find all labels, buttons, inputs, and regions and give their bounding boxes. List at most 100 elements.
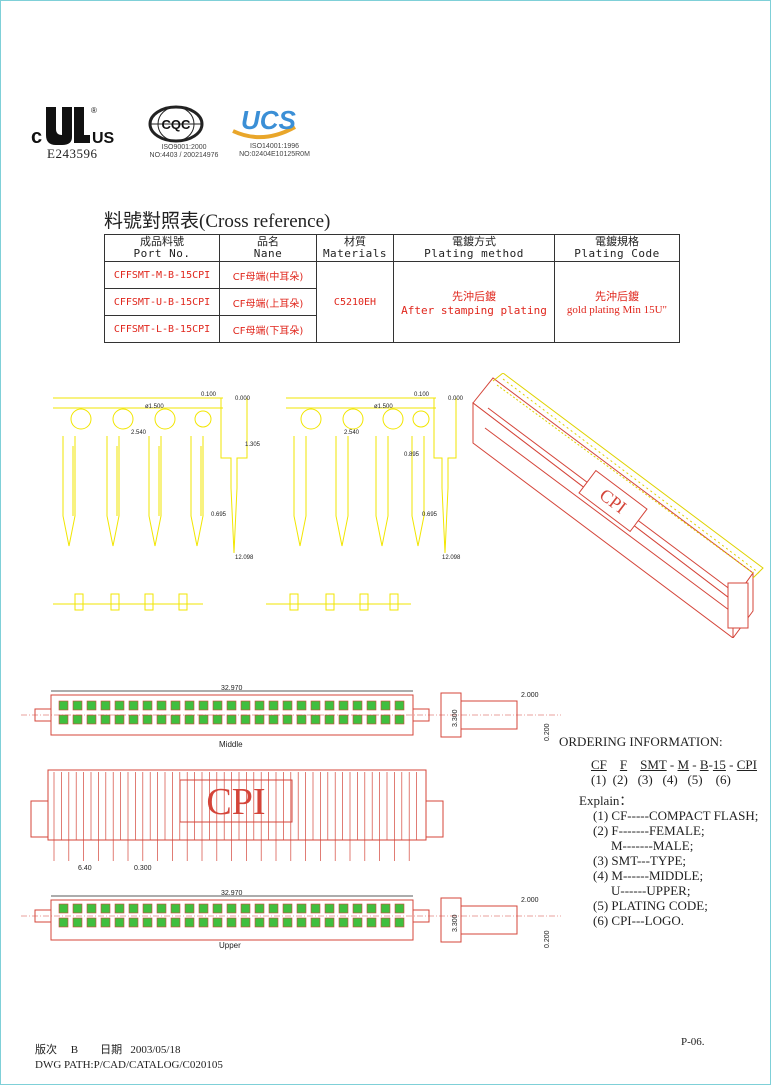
ucs-certification: UCS ISO14001:1996 NO:02404E10125R0M — [227, 101, 322, 163]
contact-pin — [170, 903, 181, 914]
contact-pin — [142, 700, 153, 711]
contact-pin — [394, 903, 405, 914]
dim-12098: 12.098 — [235, 555, 254, 561]
contact-pin — [240, 903, 251, 914]
contact-pin — [142, 903, 153, 914]
ucs-logo-icon: UCS — [232, 105, 297, 140]
contact-pin — [58, 917, 69, 928]
dim-2000: 2.000 — [521, 692, 539, 699]
upper-view-label: Upper — [219, 941, 241, 950]
contact-pin — [310, 700, 321, 711]
ucs-iso-line: ISO14001:1996 — [249, 143, 300, 150]
part-name-cell: CF母端(下耳朵) — [219, 315, 317, 343]
dim-0200: 0.200 — [544, 723, 551, 741]
contact-pin — [198, 714, 209, 725]
dim-0300: 0.300 — [134, 865, 152, 872]
list-item: (5) PLATING CODE; — [593, 898, 708, 913]
contact-pin — [380, 700, 391, 711]
contact-pin — [352, 714, 363, 725]
contact-pin — [128, 903, 139, 914]
contact-pin — [128, 917, 139, 928]
dim-1305: 1.305 — [245, 442, 261, 448]
contact-pin — [100, 917, 111, 928]
version-value: B — [70, 1044, 79, 1056]
cqc-logo-text: CQC — [162, 117, 192, 132]
contact-pin — [338, 714, 349, 725]
dim-pitch: 2.540 — [131, 430, 147, 436]
dim-0695: 0.695 — [422, 512, 438, 518]
code-b: B — [699, 757, 709, 772]
contact-pin — [86, 714, 97, 725]
contact-pin — [268, 917, 279, 928]
contact-pin — [338, 903, 349, 914]
dim-0200: 0.200 — [544, 930, 551, 948]
ul-certification: c US ® E243596 — [29, 101, 119, 161]
contact-pin — [254, 903, 265, 914]
ul-logo-icon: c US ® — [31, 106, 115, 148]
dim-pitch: 2.540 — [344, 430, 360, 436]
plating-method-cell: 先沖后鍍 After stamping plating — [393, 261, 555, 343]
code-smt: SMT — [640, 757, 667, 772]
date-value: 2003/05/18 — [130, 1044, 181, 1056]
contact-pin — [254, 917, 265, 928]
contact-pin — [226, 714, 237, 725]
dim-0100: 0.100 — [414, 392, 430, 398]
contact-pin — [394, 700, 405, 711]
table-row: CFFSMT-M-B-15CPI CF母端(中耳朵) C5210EH 先沖后鍍 … — [104, 261, 680, 343]
list-item: (6) CPI---LOGO. — [593, 913, 684, 928]
contact-pin — [296, 714, 307, 725]
table-row: CFFSMT-L-B-15CPI CF母端(下耳朵) — [104, 315, 680, 343]
dim-overall-width: 32.970 — [221, 685, 243, 692]
middle-view-label: Middle — [219, 740, 243, 749]
ucs-number-line: NO:02404E10125R0M — [239, 151, 310, 158]
part-number-cell: CFFSMT-U-B-15CPI — [104, 288, 220, 316]
cpi-logo-text: CPI — [206, 781, 265, 823]
contact-pin — [156, 917, 167, 928]
contact-pin — [366, 903, 377, 914]
contact-pin — [114, 700, 125, 711]
contact-pin — [58, 700, 69, 711]
list-item: (2) F-------FEMALE; — [593, 823, 705, 838]
version-line: 版次 B 日期 2003/05/18 — [35, 1041, 180, 1057]
contact-pin — [72, 903, 83, 914]
contact-pin — [156, 700, 167, 711]
contact-pin — [128, 714, 139, 725]
explain-list: (1) CF-----COMPACT FLASH; (2) F-------FE… — [593, 808, 758, 928]
part-number-cell: CFFSMT-M-B-15CPI — [104, 261, 220, 289]
dim-0695: 0.695 — [211, 512, 227, 518]
contact-pin — [170, 917, 181, 928]
contact-pin — [366, 917, 377, 928]
contact-pin — [198, 903, 209, 914]
contact-pin — [128, 700, 139, 711]
contact-pin — [282, 700, 293, 711]
contact-pin — [324, 714, 335, 725]
front-view: CPI 6.40 0.300 — [30, 769, 444, 872]
ul-file-number: E243596 — [47, 146, 98, 161]
material-cell: C5210EH — [316, 261, 394, 343]
contact-pin — [240, 917, 251, 928]
contact-pin — [268, 903, 279, 914]
cross-reference-title: 料號對照表(Cross reference) — [104, 211, 331, 232]
contact-pin — [72, 714, 83, 725]
date-label: 日期 — [100, 1043, 123, 1056]
contact-pin — [296, 917, 307, 928]
contact-pin — [86, 700, 97, 711]
contact-pin — [310, 917, 321, 928]
dim-640: 6.40 — [78, 865, 92, 872]
part-name-cell: CF母端(中耳朵) — [219, 261, 317, 289]
list-item: (3) SMT---TYPE; — [593, 853, 687, 868]
connector-3d-view: CPI — [472, 373, 764, 638]
contact-pin — [198, 700, 209, 711]
contact-pin — [394, 714, 405, 725]
contact-pin — [380, 917, 391, 928]
ul-us-mark: US — [92, 130, 115, 146]
dim-12098: 12.098 — [442, 555, 461, 561]
contact-pin — [142, 917, 153, 928]
contact-pin — [366, 714, 377, 725]
contact-pin — [198, 917, 209, 928]
